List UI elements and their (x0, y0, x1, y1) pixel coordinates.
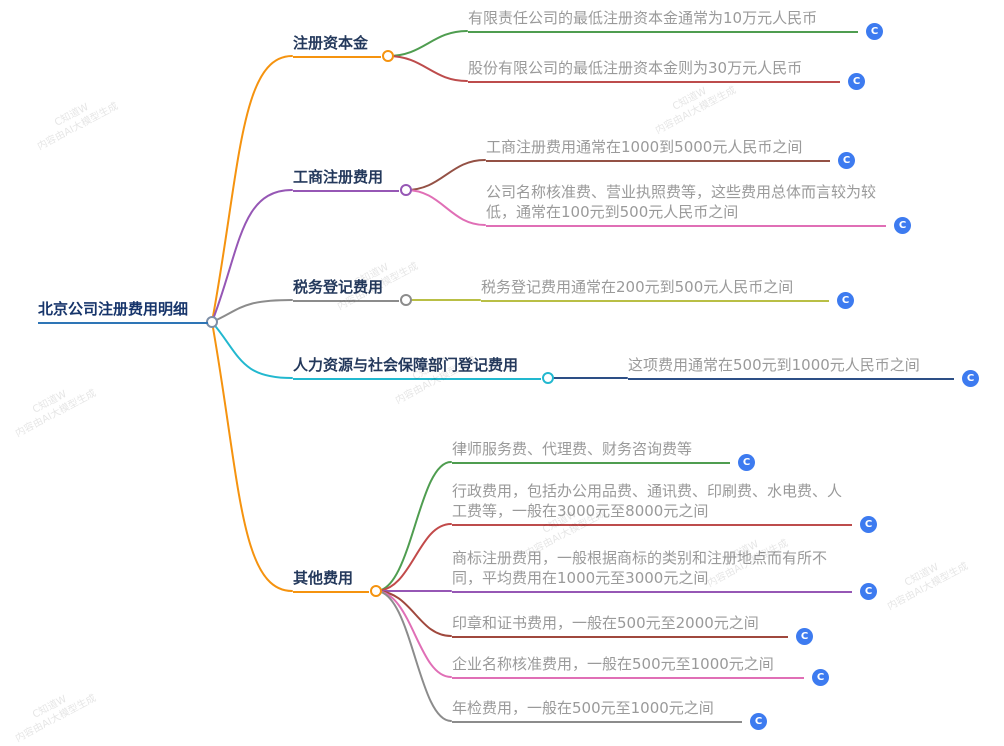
leaf-hr-cost-range: 这项费用通常在500元到1000元人民币之间 C (628, 355, 979, 387)
branch-registered-capital: 注册资本金 (293, 33, 381, 58)
leaf-text: 工商注册费用通常在1000到5000元人民币之间 (486, 138, 803, 156)
branch-registered-capital-toggle-circle[interactable] (382, 50, 394, 62)
connector-other-lawyer (375, 461, 452, 592)
root-toggle-circle[interactable] (206, 316, 218, 328)
ai-node-button[interactable]: C (860, 583, 877, 600)
connector-capital-jsc (387, 55, 468, 82)
connector-root-registered-capital (211, 55, 293, 323)
connector-other-annual-check (375, 590, 452, 722)
leaf-tax-cost-range: 税务登记费用通常在200元到500元人民币之间 C (481, 277, 854, 309)
leaf-other-lawyer: 律师服务费、代理费、财务咨询费等 C (452, 439, 755, 471)
ai-node-button[interactable]: C (860, 516, 877, 533)
leaf-text: 公司名称核准费、营业执照费等，这些费用总体而言较为较低，通常在100元到500元… (486, 183, 877, 221)
ai-node-button[interactable]: C (866, 23, 883, 40)
branch-hr-social-security: 人力资源与社会保障部门登记费用 (293, 355, 541, 380)
connector-root-hr-social-security (211, 321, 293, 379)
ai-node-button[interactable]: C (750, 713, 767, 730)
leaf-other-trademark: 商标注册费用，一般根据商标的类别和注册地点而有所不同，平均费用在1000元至30… (452, 548, 877, 600)
leaf-capital-jsc: 股份有限公司的最低注册资本金则为30万元人民币 C (468, 58, 865, 90)
connector-other-admin (375, 523, 452, 592)
leaf-text: 年检费用，一般在500元至1000元之间 (452, 699, 714, 717)
branch-label: 人力资源与社会保障部门登记费用 (293, 356, 519, 374)
leaf-other-annual-check: 年检费用，一般在500元至1000元之间 C (452, 698, 767, 730)
leaf-other-name-approval: 企业名称核准费用，一般在500元至1000元之间 C (452, 654, 829, 686)
leaf-capital-llc: 有限责任公司的最低注册资本金通常为10万元人民币 C (468, 8, 883, 40)
branch-label: 工商注册费用 (293, 168, 384, 186)
branch-tax-registration-toggle-circle[interactable] (400, 294, 412, 306)
branch-other-fees-toggle-circle[interactable] (370, 585, 382, 597)
leaf-text: 股份有限公司的最低注册资本金则为30万元人民币 (468, 59, 803, 77)
branch-business-registration-toggle-circle[interactable] (400, 184, 412, 196)
leaf-business-cost-range: 工商注册费用通常在1000到5000元人民币之间 C (486, 137, 855, 169)
ai-node-button[interactable]: C (837, 292, 854, 309)
branch-label: 注册资本金 (293, 34, 369, 52)
connector-root-other-fees (211, 321, 293, 592)
leaf-text: 企业名称核准费用，一般在500元至1000元之间 (452, 655, 774, 673)
ai-node-button[interactable]: C (962, 370, 979, 387)
branch-business-registration: 工商注册费用 (293, 167, 399, 192)
ai-node-button[interactable]: C (738, 454, 755, 471)
leaf-business-name-license: 公司名称核准费、营业执照费等，这些费用总体而言较为较低，通常在100元到500元… (486, 182, 911, 234)
ai-node-button[interactable]: C (796, 628, 813, 645)
leaf-text: 这项费用通常在500元到1000元人民币之间 (628, 356, 920, 374)
connector-business-name-license (405, 189, 486, 226)
connector-root-business-registration (211, 189, 293, 323)
leaf-text: 律师服务费、代理费、财务咨询费等 (452, 440, 693, 458)
branch-tax-registration: 税务登记费用 (293, 277, 399, 302)
leaf-text: 税务登记费用通常在200元到500元人民币之间 (481, 278, 794, 296)
branch-label: 税务登记费用 (293, 278, 384, 296)
ai-node-button[interactable]: C (894, 217, 911, 234)
connector-root-tax-registration (211, 299, 293, 323)
connector-other-name-approval (375, 590, 452, 678)
root-node: 北京公司注册费用明细 (38, 299, 208, 324)
ai-node-button[interactable]: C (838, 152, 855, 169)
root-label: 北京公司注册费用明细 (38, 300, 189, 318)
connector-other-seal (375, 590, 452, 637)
leaf-text: 行政费用，包括办公用品费、通讯费、印刷费、水电费、人工费等，一般在3000元至8… (452, 482, 843, 520)
branch-label: 其他费用 (293, 569, 354, 587)
leaf-other-admin: 行政费用，包括办公用品费、通讯费、印刷费、水电费、人工费等，一般在3000元至8… (452, 481, 877, 533)
branch-other-fees: 其他费用 (293, 568, 369, 593)
ai-node-button[interactable]: C (848, 73, 865, 90)
leaf-text: 有限责任公司的最低注册资本金通常为10万元人民币 (468, 9, 818, 27)
connector-capital-llc (387, 30, 468, 57)
leaf-other-seal: 印章和证书费用，一般在500元至2000元之间 C (452, 613, 813, 645)
branch-hr-social-security-toggle-circle[interactable] (542, 372, 554, 384)
leaf-text: 印章和证书费用，一般在500元至2000元之间 (452, 614, 759, 632)
leaf-text: 商标注册费用，一般根据商标的类别和注册地点而有所不同，平均费用在1000元至30… (452, 549, 828, 587)
ai-node-button[interactable]: C (812, 669, 829, 686)
connector-business-cost-range (405, 159, 486, 191)
